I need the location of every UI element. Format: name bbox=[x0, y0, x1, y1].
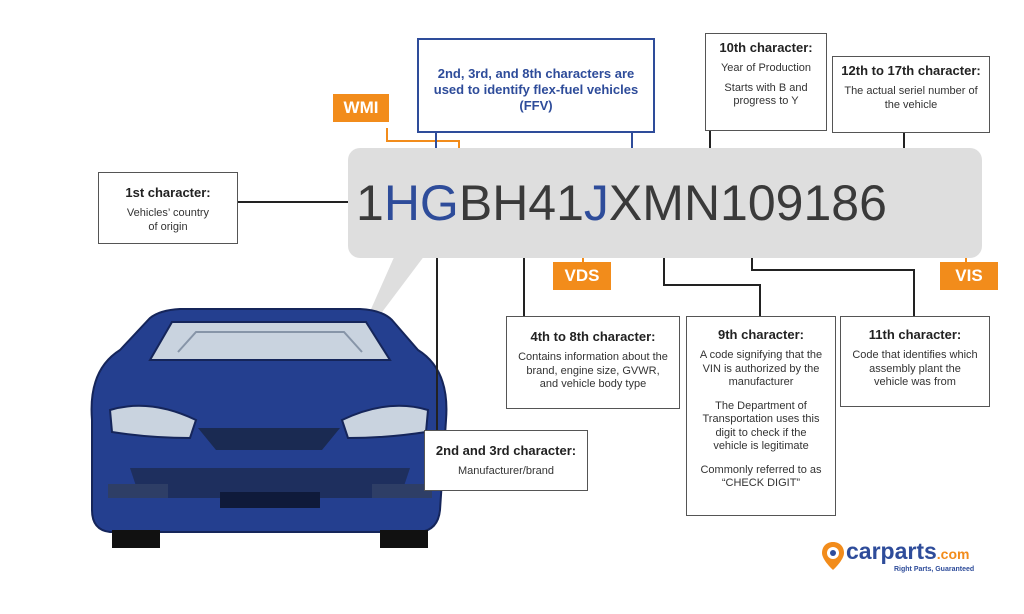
eleventh-character-box: 11th character: Code that identifies whi… bbox=[840, 316, 990, 407]
ninth-character-title: 9th character: bbox=[718, 327, 804, 342]
fourth-character-text: Contains information about the brand, en… bbox=[518, 351, 668, 390]
first-character-title: 1st character: bbox=[125, 185, 211, 200]
vin-band bbox=[348, 148, 982, 258]
eleventh-character-text: Code that identifies which assembly plan… bbox=[852, 349, 978, 388]
fourth-character-title: 4th to 8th character: bbox=[530, 329, 656, 344]
vin-char-9: X bbox=[608, 175, 643, 231]
twelfth-character-box: 12th to 17th character: The actual serie… bbox=[832, 56, 990, 133]
ninth-character-box: 9th character: A code signifying that th… bbox=[686, 316, 836, 516]
vin-char-15: 1 bbox=[803, 175, 832, 231]
logo-tagline: Right Parts, Guaranteed bbox=[894, 566, 975, 573]
vin-char-5: H bbox=[492, 175, 529, 231]
second-character-text: Manufacturer/brand bbox=[458, 465, 554, 477]
wmi-tag: WMI bbox=[333, 94, 389, 122]
eleventh-character-title: 11th character: bbox=[868, 327, 962, 342]
ninth-character-text: A code signifying that the VIN is author… bbox=[699, 349, 823, 388]
twelfth-character-title: 12th to 17th character: bbox=[841, 63, 981, 78]
vin-char-4: B bbox=[458, 175, 493, 231]
vin-char-13: 0 bbox=[747, 175, 776, 231]
vin-char-1: 1 bbox=[356, 175, 384, 231]
vin-char-10: M bbox=[642, 175, 684, 231]
tenth-character-text2: Starts with B and progress to Y bbox=[724, 81, 808, 108]
logo-suffix: .com bbox=[936, 546, 970, 562]
vis-tag: VIS bbox=[940, 262, 998, 290]
vin-char-7: 1 bbox=[556, 175, 584, 231]
second-character-title: 2nd and 3rd character: bbox=[435, 443, 577, 458]
vin-char-12: 1 bbox=[720, 175, 748, 231]
ffv-text: 2nd, 3rd, and 8th characters are used to… bbox=[433, 66, 639, 113]
car-illustration bbox=[90, 308, 448, 548]
ninth-character-text3: Commonly referred to as “CHECK DIGIT” bbox=[700, 463, 822, 490]
vin-char-6: 4 bbox=[528, 175, 557, 231]
first-character-text: Vehicles’ country of origin bbox=[126, 207, 210, 233]
vin-char-14: 9 bbox=[775, 175, 804, 231]
logo-name: carparts bbox=[846, 538, 937, 564]
tenth-character-box: 10th character: Year of Production Start… bbox=[705, 33, 827, 131]
fourth-character-box: 4th to 8th character: Contains informati… bbox=[506, 316, 680, 409]
vin-char-11: N bbox=[683, 175, 721, 231]
vin-char-17: 6 bbox=[859, 175, 887, 231]
first-character-box: 1st character: Vehicles’ country of orig… bbox=[98, 172, 238, 244]
location-pin-icon bbox=[822, 542, 844, 570]
ffv-box: 2nd, 3rd, and 8th characters are used to… bbox=[417, 38, 655, 133]
vin-number: 1HGBH41JXMN109186 bbox=[356, 172, 887, 234]
tenth-character-title: 10th character: bbox=[719, 40, 813, 55]
vin-char-3: G bbox=[419, 175, 459, 231]
vin-char-8: J bbox=[583, 175, 609, 231]
vds-tag: VDS bbox=[553, 262, 611, 290]
tenth-character-text: Year of Production bbox=[720, 62, 812, 74]
logo-wordmark: carparts.com bbox=[846, 538, 969, 565]
ninth-character-text2: The Department of Transportation uses th… bbox=[702, 399, 820, 453]
second-character-box: 2nd and 3rd character: Manufacturer/bran… bbox=[424, 430, 588, 491]
vin-char-16: 8 bbox=[831, 175, 860, 231]
vin-char-2: H bbox=[383, 175, 420, 231]
twelfth-character-text: The actual seriel number of the vehicle bbox=[844, 85, 978, 111]
